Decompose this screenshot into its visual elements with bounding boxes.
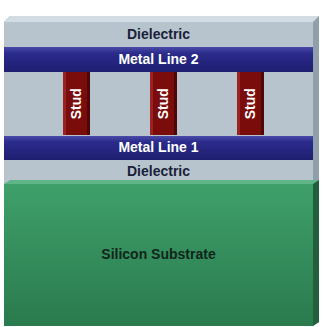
- substrate-top-face: [4, 180, 319, 184]
- layer-label: Dielectric: [127, 164, 190, 179]
- layer-label: Silicon Substrate: [101, 247, 215, 262]
- layer-label: Metal Line 2: [118, 52, 198, 67]
- block-side: [4, 16, 319, 326]
- stud-label: Stud: [69, 88, 84, 119]
- stud: Stud: [237, 72, 264, 135]
- stud: Stud: [63, 72, 90, 135]
- layer-label: Dielectric: [127, 27, 190, 42]
- stud-label: Stud: [243, 88, 258, 119]
- substrate-body: [4, 184, 313, 326]
- metal-line: Metal Line 2: [4, 47, 313, 72]
- stud: Stud: [150, 72, 177, 135]
- substrate-side-face: [313, 180, 319, 326]
- stud-label: Stud: [156, 88, 171, 119]
- dielectric-band: Dielectric: [4, 24, 313, 46]
- dielectric-top-face: [4, 16, 319, 22]
- layer-label: Metal Line 1: [118, 140, 198, 155]
- dielectric-band: Dielectric: [4, 161, 313, 182]
- metal-line: Metal Line 1: [4, 136, 313, 160]
- dielectric-body: [4, 22, 313, 186]
- substrate-band: Silicon Substrate: [4, 186, 313, 324]
